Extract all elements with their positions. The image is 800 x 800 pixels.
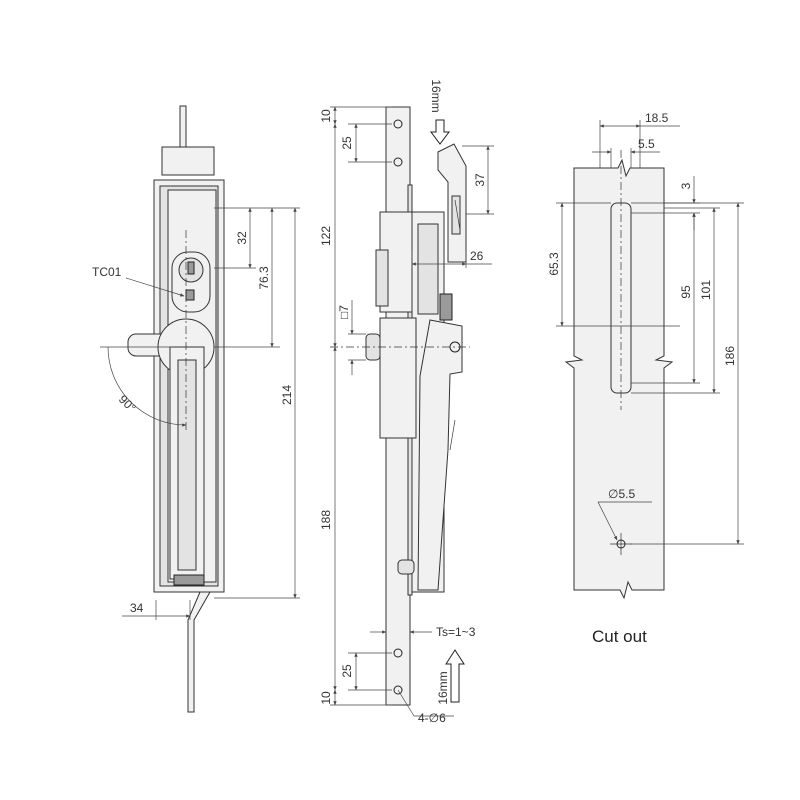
front-view: 32 76.3 214 34 TC01 90°: [92, 105, 300, 713]
latch-body-inner: [417, 223, 439, 315]
dim-188: 188: [319, 510, 333, 530]
dim-214: 214: [280, 385, 294, 405]
travel-arrow-top: [430, 119, 450, 145]
keyhole: [187, 261, 195, 275]
handle-base: [173, 574, 205, 586]
dim-hole: ∅5.5: [608, 487, 635, 501]
mount-hole-3: [393, 648, 403, 658]
pawl: [439, 293, 453, 321]
dim-26: 26: [470, 249, 484, 263]
dim-65-3: 65.3: [547, 252, 561, 276]
key-slot: [185, 289, 195, 301]
front-top-rod: [179, 105, 187, 149]
dim-95: 95: [679, 285, 693, 299]
handle-arm: [417, 319, 463, 591]
angle-90: 90°: [116, 392, 139, 415]
dim-18-5: 18.5: [645, 111, 669, 125]
dim-3: 3: [679, 182, 693, 189]
model-label: TC01: [92, 265, 122, 279]
dim-holes: 4-∅6: [418, 711, 446, 725]
dim-25-top: 25: [340, 136, 354, 150]
dim-10-top: 10: [319, 109, 333, 123]
dim-5-5-top: 5.5: [638, 137, 655, 151]
dim-32: 32: [235, 231, 249, 245]
mount-hole-1: [393, 119, 403, 129]
cutout-view: 18.5 5.5 3 65.3 95 101 186: [547, 111, 744, 646]
front-top-cap: [161, 146, 215, 176]
cutout-caption: Cut out: [592, 627, 647, 646]
dim-ts: Ts=1~3: [436, 625, 476, 639]
dim-76-3: 76.3: [257, 266, 271, 290]
dim-34: 34: [130, 601, 144, 615]
dim-122: 122: [319, 226, 333, 246]
front-bottom-rod: [187, 591, 211, 713]
dim-37: 37: [473, 173, 487, 187]
handle-slot: [177, 359, 197, 571]
side-view: 10 25 122 188 25 10 □7 16mm 37 26 Ts=1~3: [319, 79, 494, 725]
dim-10-bottom: 10: [319, 691, 333, 705]
shaft-collar: [379, 317, 417, 439]
dim-186: 186: [723, 346, 737, 366]
latch-housing-mid: [375, 249, 389, 307]
dim-square-7: □7: [337, 305, 351, 319]
dim-16mm-top: 16mm: [429, 79, 443, 112]
bottom-screw: [397, 559, 415, 575]
dim-16mm-bottom: 16mm: [436, 671, 450, 704]
hook-slot: [451, 195, 461, 235]
travel-arrow-bottom: [445, 649, 465, 703]
dim-101: 101: [699, 280, 713, 300]
dim-25-bottom: 25: [340, 664, 354, 678]
mount-hole-4: [393, 685, 403, 695]
mount-hole-2: [393, 157, 403, 167]
